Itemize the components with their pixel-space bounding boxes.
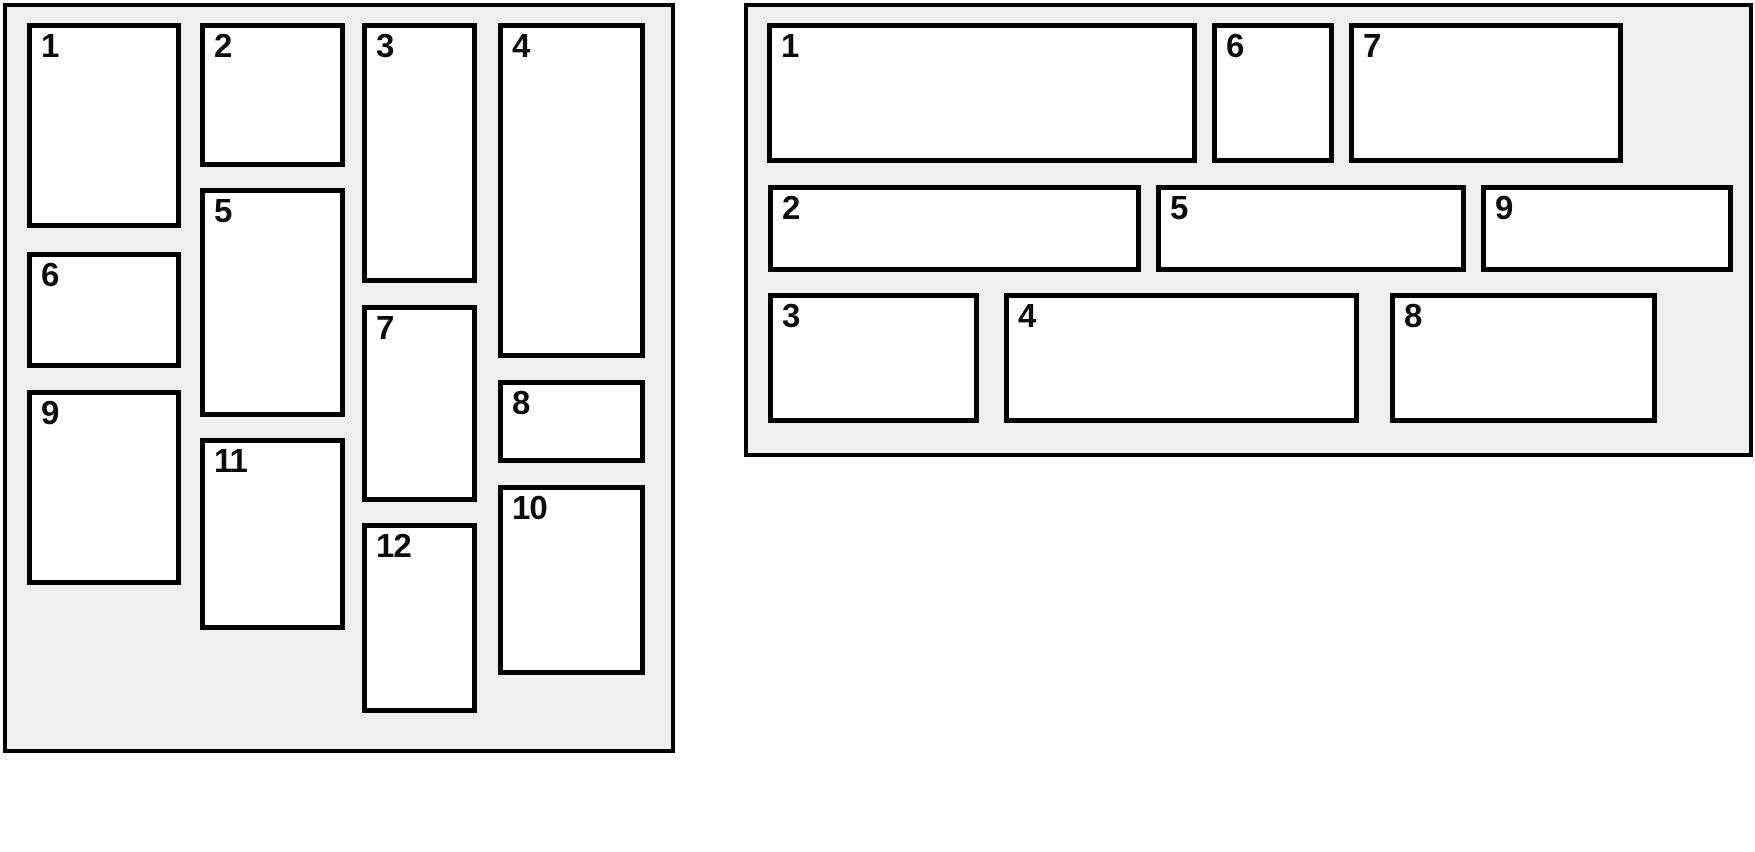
box-number-label: 3 (376, 27, 394, 64)
box-number-label: 8 (1404, 297, 1422, 334)
layout-box-7: 7 (1349, 23, 1623, 163)
box-number-label: 9 (1495, 189, 1513, 226)
box-number-label: 8 (512, 384, 530, 421)
box-number-label: 6 (41, 256, 59, 293)
layout-box-6: 6 (27, 252, 181, 368)
layout-box-12: 12 (362, 523, 477, 713)
layout-box-4: 4 (498, 23, 645, 358)
box-number-label: 2 (782, 189, 800, 226)
layout-box-9: 9 (27, 390, 181, 585)
box-number-label: 1 (781, 27, 799, 64)
layout-box-2: 2 (200, 23, 345, 167)
layout-box-1: 1 (27, 23, 181, 228)
box-number-label: 6 (1226, 27, 1244, 64)
box-number-label: 3 (782, 297, 800, 334)
box-number-label: 4 (512, 27, 530, 64)
box-number-label: 9 (41, 394, 59, 431)
masonry-rows-panel: 1 2 3 4 5 6 7 8 9 (744, 3, 1753, 457)
layout-box-6: 6 (1212, 23, 1334, 163)
box-number-label: 7 (376, 309, 394, 346)
box-number-label: 1 (41, 27, 59, 64)
box-number-label: 5 (214, 192, 232, 229)
box-number-label: 11 (214, 442, 248, 479)
box-number-label: 7 (1363, 27, 1381, 64)
layout-box-9: 9 (1481, 185, 1733, 272)
box-number-label: 2 (214, 27, 232, 64)
layout-box-8: 8 (498, 380, 645, 463)
layout-box-8: 8 (1390, 293, 1657, 423)
layout-box-4: 4 (1004, 293, 1359, 423)
layout-box-2: 2 (768, 185, 1141, 272)
layout-box-5: 5 (200, 188, 345, 417)
layout-box-10: 10 (498, 485, 645, 675)
box-number-label: 5 (1170, 189, 1188, 226)
layout-box-11: 11 (200, 438, 345, 630)
layout-box-5: 5 (1156, 185, 1466, 272)
layout-box-3: 3 (768, 293, 979, 423)
box-number-label: 12 (376, 527, 412, 564)
layout-box-7: 7 (362, 305, 477, 502)
box-number-label: 4 (1018, 297, 1036, 334)
layout-box-1: 1 (767, 23, 1197, 163)
box-number-label: 10 (512, 489, 548, 526)
layout-box-3: 3 (362, 23, 477, 283)
